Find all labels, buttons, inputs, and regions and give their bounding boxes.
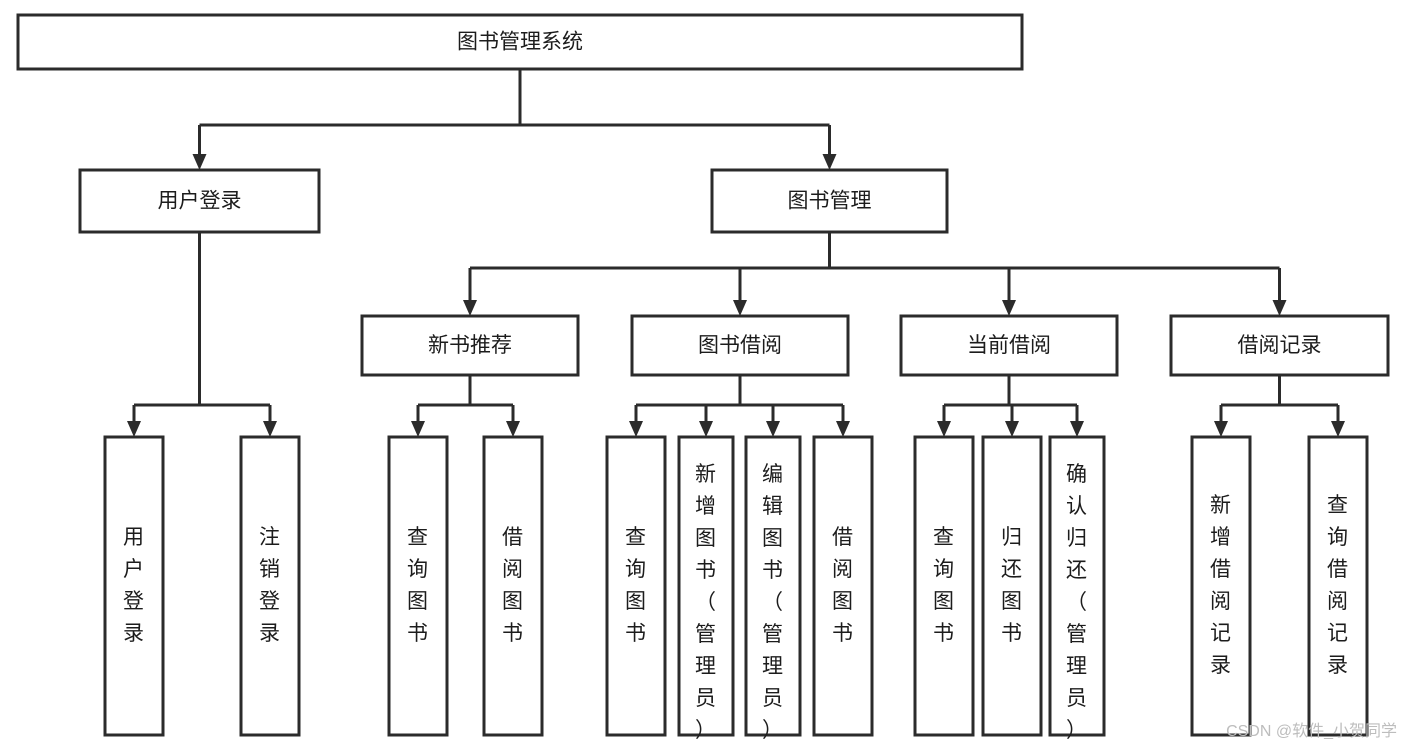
node-box	[387, 435, 449, 737]
node-label: 图书管理系统	[457, 31, 583, 54]
node-borrow-record[interactable]: 借阅记录	[1169, 314, 1390, 377]
node-label: 新书推荐	[428, 334, 512, 357]
node-leaf-confirm-return-admin[interactable]: 确认归还（管理员）	[1048, 435, 1106, 742]
node-leaf-query-borrow-record[interactable]: 查询借阅记录	[1307, 435, 1369, 737]
node-label: 注销登录	[259, 526, 281, 645]
node-leaf-query-book-2[interactable]: 查询图书	[605, 435, 667, 737]
watermark-text: CSDN @软件_小贺同学	[1226, 723, 1397, 740]
node-box	[482, 435, 544, 737]
node-label: 当前借阅	[967, 334, 1051, 357]
arrow-head-icon	[1272, 300, 1287, 316]
connector-layer	[127, 69, 1345, 437]
node-leaf-add-book-admin[interactable]: 新增图书（管理员）	[677, 435, 735, 742]
node-label: 确认归还（管理员）	[1066, 463, 1088, 742]
node-box	[239, 435, 301, 737]
node-label: 查询图书	[933, 526, 955, 645]
node-label: 图书借阅	[698, 334, 782, 357]
arrow-head-icon	[263, 421, 277, 437]
node-book-manage[interactable]: 图书管理	[710, 168, 949, 234]
arrow-head-icon	[1070, 421, 1084, 437]
node-box	[78, 168, 321, 234]
node-box	[981, 435, 1043, 737]
node-leaf-user-logout[interactable]: 注销登录	[239, 435, 301, 737]
node-box	[677, 435, 735, 737]
node-box	[605, 435, 667, 737]
node-current-borrow[interactable]: 当前借阅	[899, 314, 1119, 377]
arrow-head-icon	[1214, 421, 1228, 437]
node-box	[1169, 314, 1390, 377]
node-book-borrow[interactable]: 图书借阅	[630, 314, 850, 377]
node-box	[899, 314, 1119, 377]
node-layer: 图书管理系统用户登录图书管理新书推荐图书借阅当前借阅借阅记录用户登录注销登录查询…	[16, 13, 1390, 742]
node-label: 查询借阅记录	[1327, 494, 1349, 677]
arrow-head-icon	[766, 421, 780, 437]
node-leaf-borrow-book-2[interactable]: 借阅图书	[812, 435, 874, 737]
node-box	[812, 435, 874, 737]
arrow-head-icon	[411, 421, 425, 437]
node-new-book-rec[interactable]: 新书推荐	[360, 314, 580, 377]
arrow-head-icon	[822, 154, 837, 170]
arrow-head-icon	[1002, 300, 1016, 316]
node-box	[1048, 435, 1106, 737]
arrow-head-icon	[127, 421, 141, 437]
node-leaf-return-book[interactable]: 归还图书	[981, 435, 1043, 737]
node-box	[913, 435, 975, 737]
node-box	[1307, 435, 1369, 737]
node-leaf-add-borrow-record[interactable]: 新增借阅记录	[1190, 435, 1252, 737]
arrow-head-icon	[506, 421, 520, 437]
node-root[interactable]: 图书管理系统	[16, 13, 1024, 71]
arrow-head-icon	[733, 300, 747, 316]
arrow-head-icon	[192, 154, 207, 170]
node-label: 用户登录	[123, 526, 145, 645]
node-leaf-edit-book-admin[interactable]: 编辑图书（管理员）	[744, 435, 802, 742]
node-leaf-user-login[interactable]: 用户登录	[103, 435, 165, 737]
node-label: 新增借阅记录	[1210, 494, 1232, 677]
node-leaf-query-book-1[interactable]: 查询图书	[387, 435, 449, 737]
node-label: 新增图书（管理员）	[695, 463, 717, 742]
arrow-head-icon	[937, 421, 951, 437]
node-leaf-borrow-book-1[interactable]: 借阅图书	[482, 435, 544, 737]
arrow-head-icon	[836, 421, 850, 437]
node-label: 借阅图书	[832, 526, 854, 645]
node-label: 用户登录	[158, 190, 242, 213]
arrow-head-icon	[1331, 421, 1345, 437]
node-user-login[interactable]: 用户登录	[78, 168, 321, 234]
arrow-head-icon	[629, 421, 643, 437]
node-label: 归还图书	[1001, 526, 1023, 645]
arrow-head-icon	[699, 421, 713, 437]
node-box	[16, 13, 1024, 71]
node-label: 图书管理	[788, 190, 872, 213]
node-box	[744, 435, 802, 737]
node-box	[360, 314, 580, 377]
node-box	[710, 168, 949, 234]
node-box	[103, 435, 165, 737]
node-label: 借阅图书	[502, 526, 524, 645]
node-leaf-query-book-3[interactable]: 查询图书	[913, 435, 975, 737]
node-label: 借阅记录	[1238, 334, 1322, 357]
node-box	[630, 314, 850, 377]
arrow-head-icon	[463, 300, 477, 316]
node-label: 查询图书	[407, 526, 429, 645]
node-label: 编辑图书（管理员）	[762, 463, 784, 742]
node-label: 查询图书	[625, 526, 647, 645]
node-box	[1190, 435, 1252, 737]
arrow-head-icon	[1005, 421, 1019, 437]
